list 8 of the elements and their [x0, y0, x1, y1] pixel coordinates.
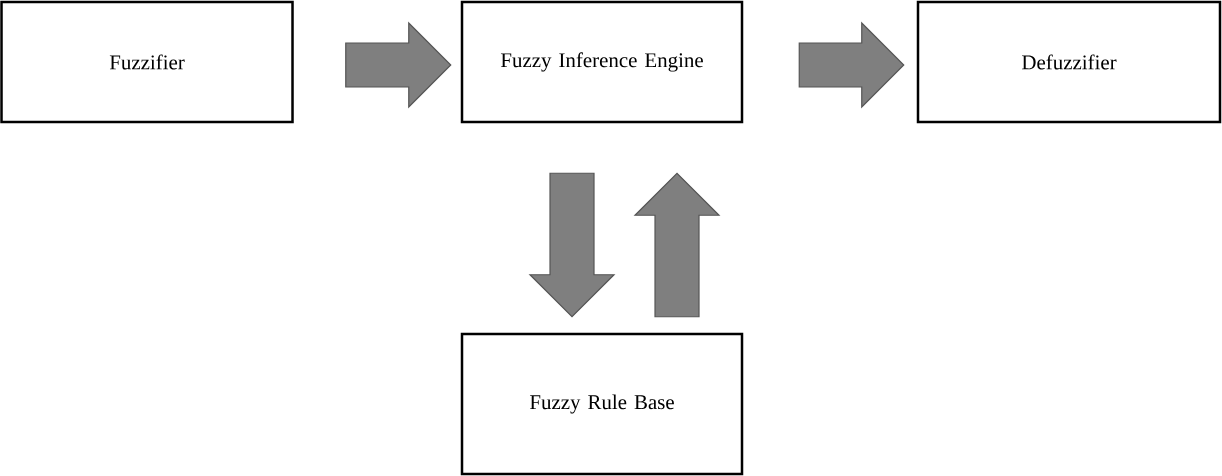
- block-arrow: [528, 172, 616, 318]
- process-box: Fuzzifier: [0, 0, 294, 124]
- process-box: Fuzzy Inference Engine: [460, 0, 744, 124]
- process-box: Fuzzy Rule Base: [460, 332, 744, 476]
- process-box: Defuzzifier: [916, 0, 1222, 124]
- block-arrow: [633, 172, 721, 318]
- block-arrow: [345, 21, 452, 109]
- block-arrow: [798, 21, 905, 109]
